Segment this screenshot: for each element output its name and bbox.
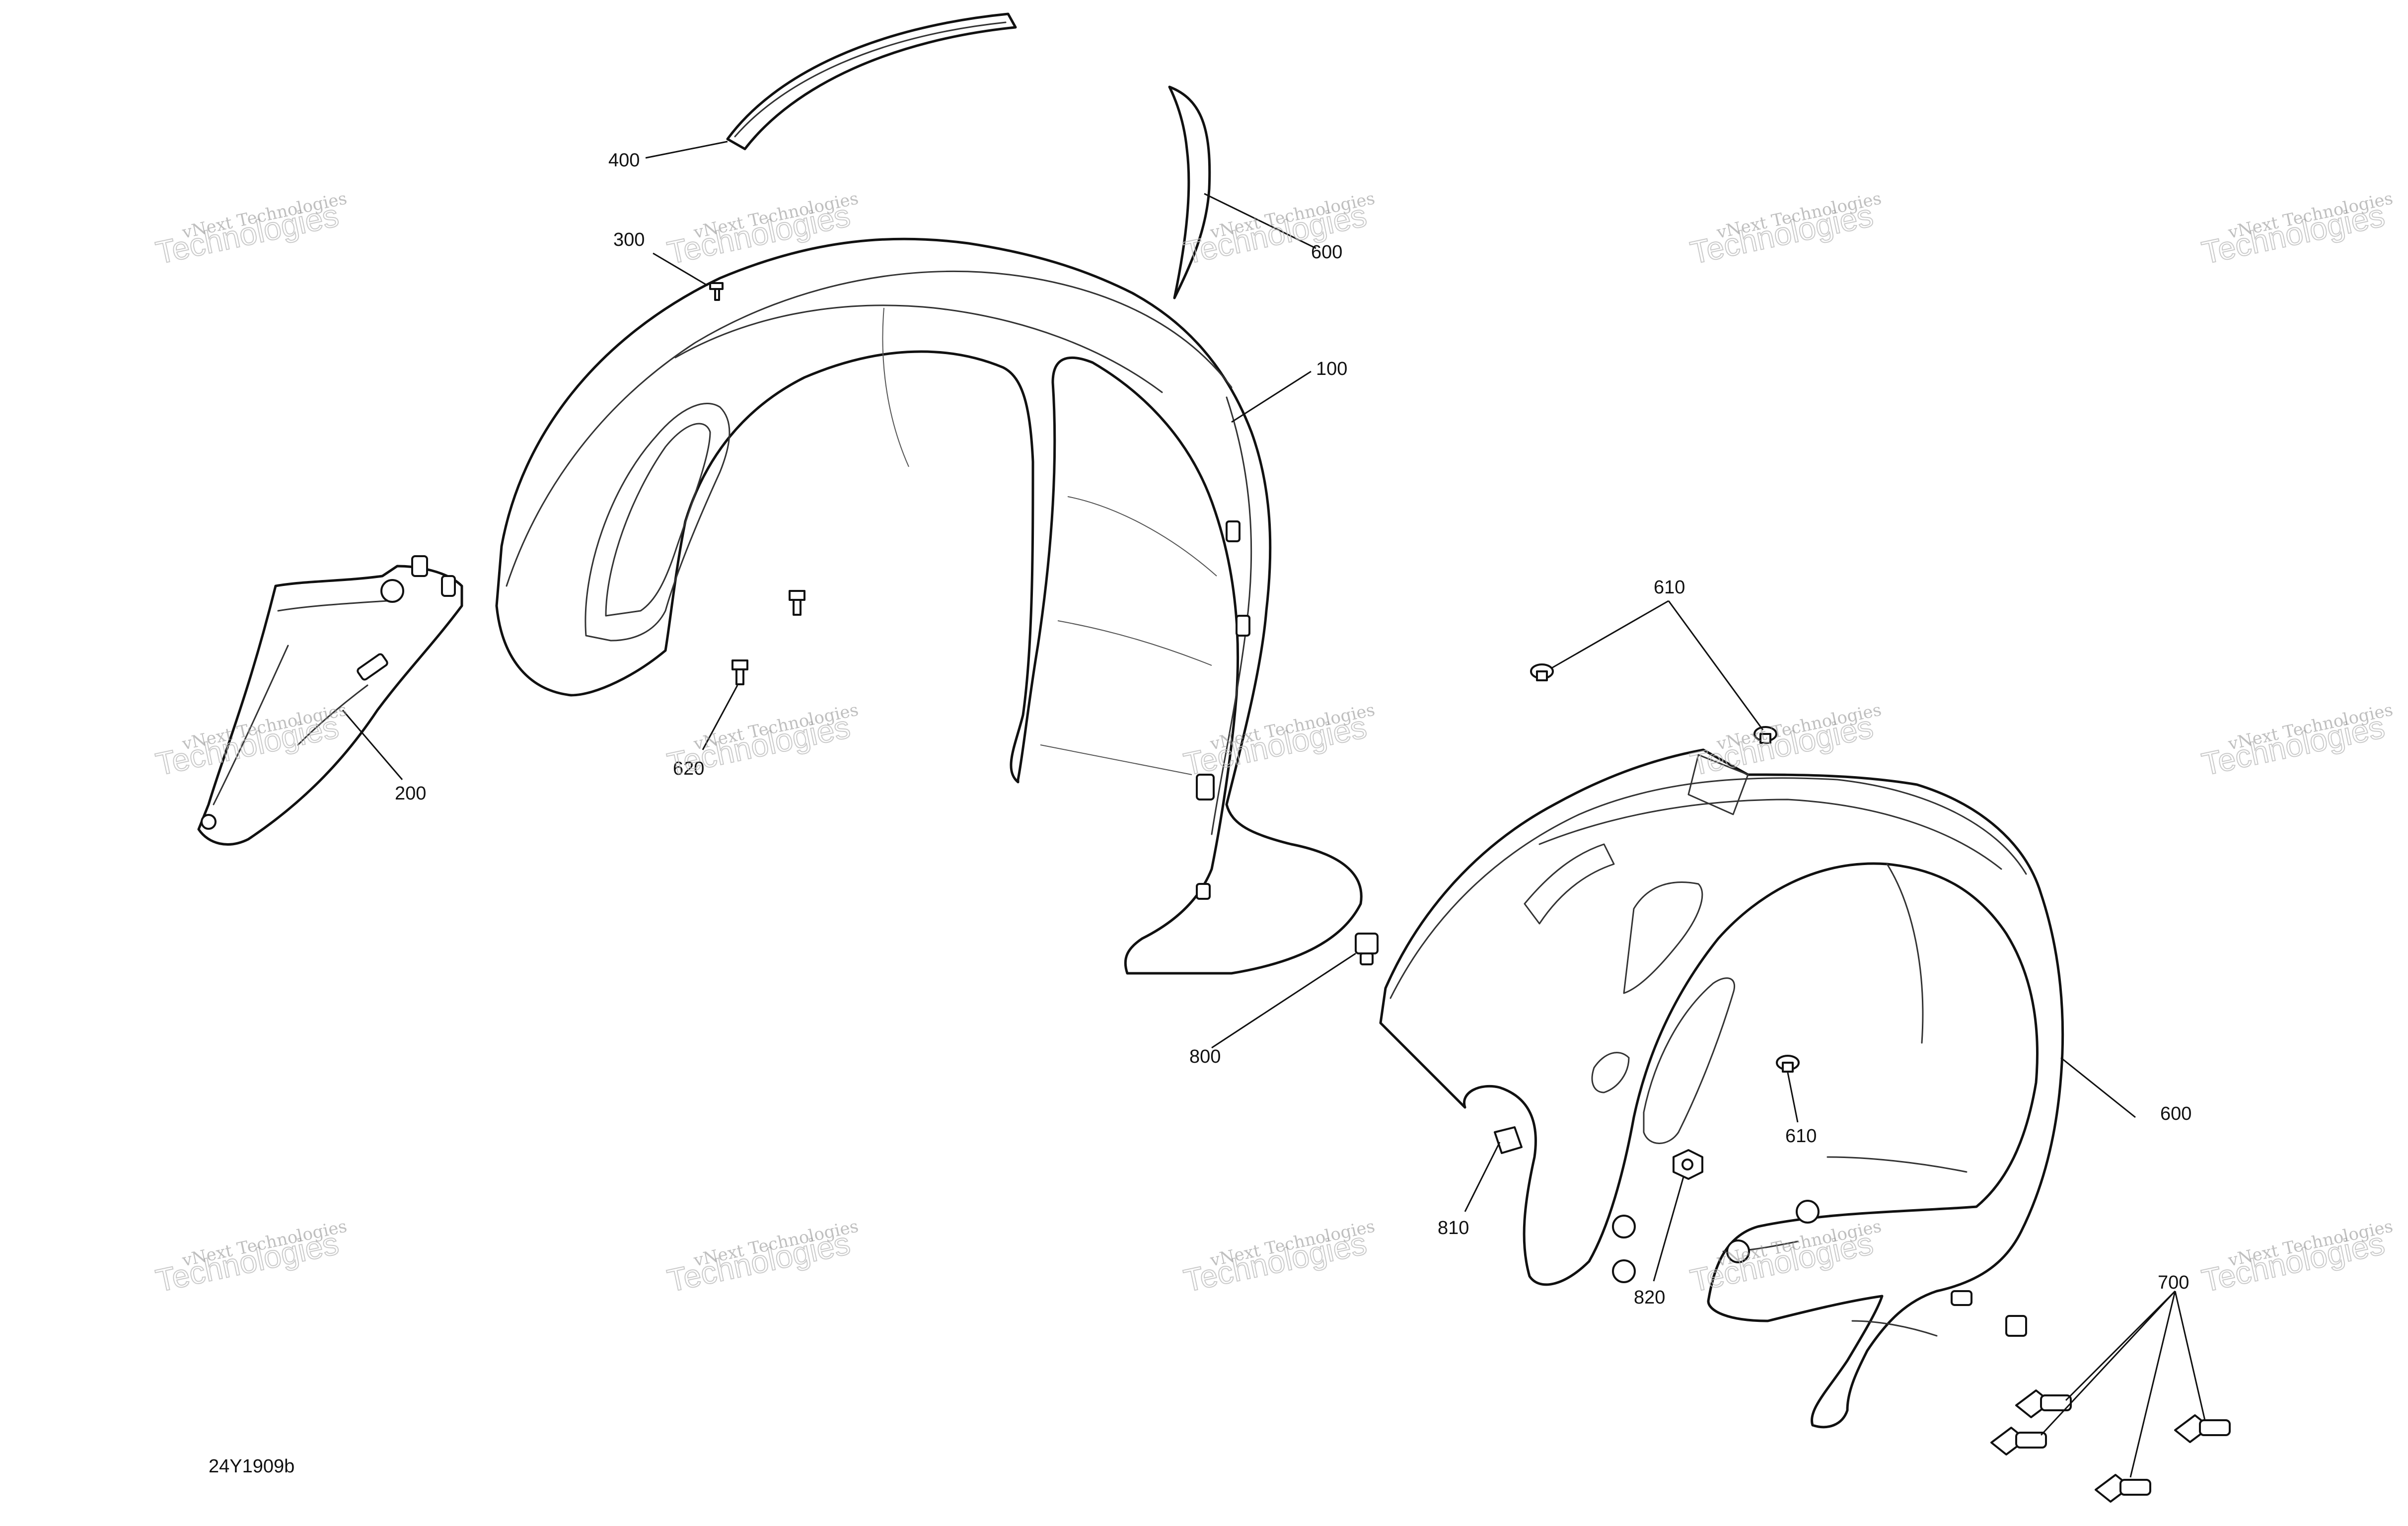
watermark: Technologies vNext Technologies <box>2198 1216 2395 1299</box>
callout-810: 810 <box>1438 1218 1469 1238</box>
callout-300: 300 <box>613 229 645 250</box>
bolt-part-700-d <box>2095 1474 2151 1503</box>
callout-200: 200 <box>395 783 426 804</box>
fastener-part-620-b <box>731 659 748 685</box>
callout-610-mid: 610 <box>1785 1126 1817 1147</box>
nut-part-810 <box>1494 1126 1523 1154</box>
callout-100: 100 <box>1316 359 1347 379</box>
grommet-part-610-a <box>1530 663 1554 681</box>
light-housing-part-200 <box>197 555 463 846</box>
callout-610-top: 610 <box>1654 577 1685 598</box>
watermark: Technologies vNext Technologies <box>664 1216 861 1299</box>
callout-620: 620 <box>673 758 704 779</box>
fastener-part-300 <box>709 282 724 301</box>
fender-part-100 <box>495 237 1363 975</box>
grommet-part-610-c <box>1776 1055 1800 1073</box>
callout-labels: 400 300 600 100 200 620 610 610 600 800 … <box>209 150 2191 1477</box>
grommet-part-610-b <box>1753 726 1777 744</box>
reference-code: 24Y1909b <box>209 1456 294 1477</box>
watermark: Technologies vNext Technologies <box>2198 188 2395 271</box>
leader-lines <box>342 141 2206 1478</box>
watermark: Technologies vNext Technologies <box>1180 188 1377 271</box>
side-strip-part-500 <box>1168 85 1211 299</box>
watermark: Technologies vNext Technologies <box>664 700 861 783</box>
watermarks: Technologies vNext Technologies Technolo… <box>152 188 2395 1299</box>
watermark: Technologies vNext Technologies <box>1180 1216 1377 1299</box>
nut-part-820 <box>1673 1149 1703 1180</box>
watermark: Technologies vNext Technologies <box>2198 700 2395 783</box>
clip-part-800 <box>1355 933 1379 965</box>
bolt-part-700-a <box>2015 1389 2072 1418</box>
callout-700: 700 <box>2158 1272 2189 1293</box>
callout-800: 800 <box>1189 1046 1221 1067</box>
watermark: Technologies vNext Technologies <box>1687 188 1884 271</box>
bolt-part-700-b <box>1990 1427 2047 1455</box>
callout-500: 600 <box>1311 242 1342 263</box>
bolt-part-700-c <box>2174 1414 2231 1443</box>
callout-820: 820 <box>1634 1287 1665 1308</box>
callout-600: 600 <box>2160 1103 2191 1124</box>
watermark: Technologies vNext Technologies <box>1180 700 1377 783</box>
watermark: Technologies vNext Technologies <box>152 1216 349 1299</box>
fastener-part-620-a <box>789 590 805 616</box>
watermark: Technologies vNext Technologies <box>152 188 349 271</box>
fender-part-600 <box>1379 748 2064 1429</box>
callout-400: 400 <box>608 150 640 171</box>
watermark: Technologies vNext Technologies <box>1687 700 1884 783</box>
trim-strip-part-400 <box>726 12 1017 150</box>
